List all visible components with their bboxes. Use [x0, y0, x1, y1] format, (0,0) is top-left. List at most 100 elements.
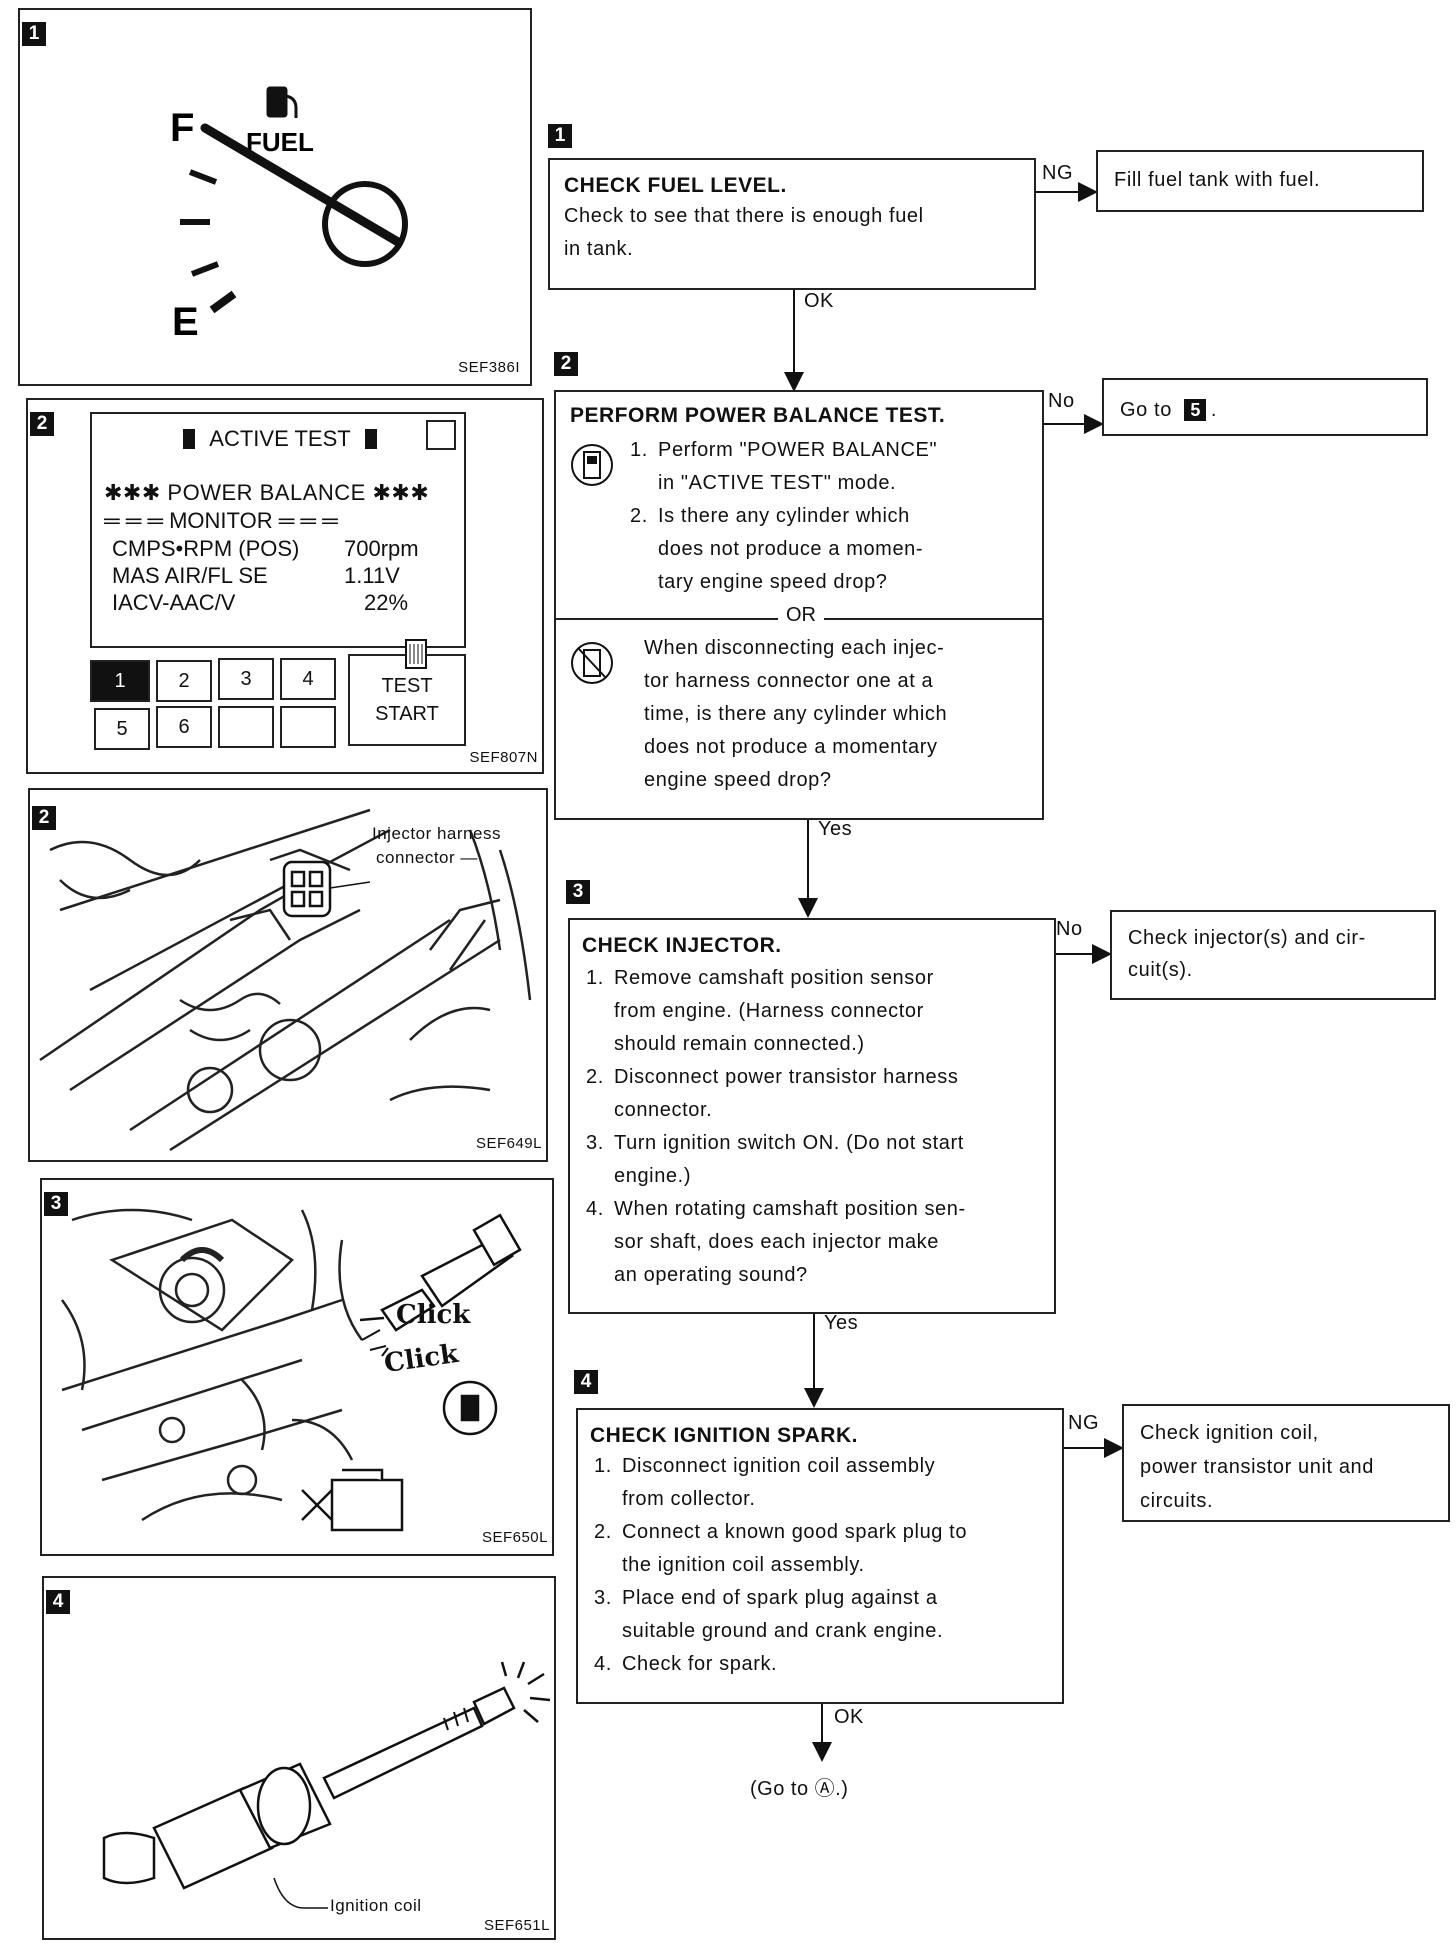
step-text: Check to see that there is enough fuel — [564, 205, 924, 227]
go-to-step-5-tag[interactable]: 5 — [1184, 399, 1207, 421]
spark-icon — [500, 1661, 551, 1723]
figure-panel-injector-click: 3 Click Click SEF650L — [40, 1178, 554, 1556]
consult-tool-icon — [571, 444, 613, 486]
figure-panel-ignition-coil: 4 Ignition coil SEF651L — [42, 1576, 556, 1940]
step-heading: CHECK INJECTOR. — [582, 934, 782, 957]
no-tool-icon — [571, 642, 613, 684]
figure-panel-fuel-gauge: 1 F E FUEL SEF386I — [18, 8, 532, 386]
monitor-row: CMPS•RPM (POS) — [112, 536, 300, 561]
panel-tag: 2 — [30, 412, 54, 436]
ng-action-text: Fill fuel tank with fuel. — [1114, 169, 1321, 191]
screen-title: ACTIVE TEST — [209, 426, 351, 451]
step-box-check-fuel-level: CHECK FUEL LEVEL. Check to see that ther… — [548, 158, 1036, 290]
key-5[interactable]: 5 — [94, 708, 150, 750]
ng-action-box: Check ignition coil, power transistor un… — [1122, 1404, 1450, 1522]
callout-ignition-coil: Ignition coil — [330, 1896, 422, 1915]
camshaft-sensor-illustration — [60, 1208, 522, 1532]
yes-label: Yes — [818, 818, 853, 840]
screen-corner-box — [426, 420, 456, 450]
step-box-power-balance: PERFORM POWER BALANCE TEST. 1.Perform "P… — [554, 390, 1044, 820]
consult-display: ACTIVE TEST ✱✱✱ POWER BALANCE ✱✱✱ ═ ═ ═ … — [90, 412, 466, 648]
step-heading: CHECK FUEL LEVEL. — [564, 174, 787, 197]
screen-title-row: ACTIVE TEST — [92, 426, 468, 452]
key-switch-icon — [442, 1380, 498, 1436]
harness-connector — [282, 860, 332, 918]
yes-label: Yes — [824, 1312, 859, 1334]
step-text: in tank. — [564, 238, 634, 260]
test-start-label-2: START — [375, 703, 439, 725]
no-action-box: Go to 5 . — [1102, 378, 1428, 436]
step-box-check-ignition-spark: CHECK IGNITION SPARK. 1.Disconnect ignit… — [576, 1408, 1064, 1704]
key-3[interactable]: 3 — [218, 658, 274, 700]
fuel-empty-label: E — [172, 300, 199, 344]
monitor-value: 1.11V — [344, 563, 400, 588]
figure-code: SEF651L — [483, 1917, 550, 1934]
figure-code: SEF649L — [475, 1135, 542, 1152]
ok-label: OK — [834, 1706, 864, 1728]
list-item: 4.When rotating camshaft position sen-so… — [586, 1198, 966, 1286]
callout-connector: connector — — [376, 848, 478, 867]
figure-panel-consult-screen: 2 ACTIVE TEST ✱✱✱ POWER BALANCE ✱✱✱ ═ ═ … — [26, 398, 544, 774]
figure-panel-injector-connector: 2 Injector harness connector — SEF649L — [28, 788, 548, 1162]
engine-off-icon — [301, 1468, 404, 1532]
go-to-a-link[interactable]: (Go to Ⓐ.) — [750, 1778, 849, 1800]
figure-code: SEF386I — [458, 359, 520, 376]
step-tag-1: 1 — [548, 124, 572, 148]
key-4[interactable]: 4 — [280, 658, 336, 700]
list-item: 4.Check for spark. — [594, 1653, 778, 1675]
finger-icon — [405, 639, 427, 669]
figure-code: SEF807N — [469, 749, 538, 766]
monitor-row: IACV-AAC/V — [112, 590, 236, 615]
gauge-needle — [200, 123, 403, 247]
panel-tag: 3 — [44, 1192, 68, 1216]
engine-illustration — [39, 808, 532, 1152]
test-start-button[interactable]: TEST START — [348, 654, 466, 746]
panel-tag: 2 — [32, 806, 56, 830]
ng-label: NG — [1042, 162, 1073, 184]
click-label-1: Click — [396, 1300, 471, 1330]
key-2[interactable]: 2 — [156, 660, 212, 702]
step-tag-4: 4 — [574, 1370, 598, 1394]
monitor-value: 700rpm — [344, 536, 419, 561]
step-tag-3: 3 — [566, 880, 590, 904]
fuel-pump-icon — [266, 86, 298, 118]
or-label: OR — [778, 604, 824, 627]
step-box-check-injector: CHECK INJECTOR. 1.Remove camshaft positi… — [568, 918, 1056, 1314]
figure-code: SEF650L — [481, 1529, 548, 1546]
no-action-text: Go to — [1120, 399, 1172, 421]
no-action-text: Check injector(s) and cir- cuit(s). — [1128, 927, 1366, 981]
ignition-coil-illustration — [102, 1661, 551, 1909]
step-heading: PERFORM POWER BALANCE TEST. — [570, 404, 946, 427]
ng-label: NG — [1068, 1412, 1099, 1434]
key-1[interactable]: 1 — [90, 660, 150, 702]
callout-injector-harness: Injector harness — [372, 824, 501, 843]
step-list: 1.Perform "POWER BALANCE"in "ACTIVE TEST… — [626, 434, 937, 599]
monitor-value: 22% — [364, 590, 409, 615]
panel-tag: 1 — [22, 22, 46, 46]
fuel-full-label: F — [170, 106, 194, 150]
key-6[interactable]: 6 — [156, 706, 212, 748]
fuel-label: FUEL — [246, 127, 314, 157]
ok-label: OK — [804, 290, 834, 312]
test-start-label-1: TEST — [381, 675, 433, 697]
step-heading: CHECK IGNITION SPARK. — [590, 1424, 858, 1447]
key-blank[interactable] — [280, 706, 336, 748]
no-action-box: Check injector(s) and cir- cuit(s). — [1110, 910, 1436, 1000]
list-item: 1.Perform "POWER BALANCE"in "ACTIVE TEST… — [630, 439, 938, 494]
key-blank[interactable] — [218, 706, 274, 748]
no-label: No — [1048, 390, 1075, 412]
ng-action-text: Check ignition coil, power transistor un… — [1140, 1422, 1375, 1512]
alt-method-text: When disconnecting each injec- tor harne… — [644, 637, 948, 791]
injector-part — [359, 1213, 522, 1332]
list-item: 3.Turn ignition switch ON. (Do not start… — [586, 1132, 964, 1187]
step-tag-2: 2 — [554, 352, 578, 376]
ng-action-box: Fill fuel tank with fuel. — [1096, 150, 1424, 212]
screen-line-1: ✱✱✱ POWER BALANCE ✱✱✱ — [104, 480, 430, 505]
